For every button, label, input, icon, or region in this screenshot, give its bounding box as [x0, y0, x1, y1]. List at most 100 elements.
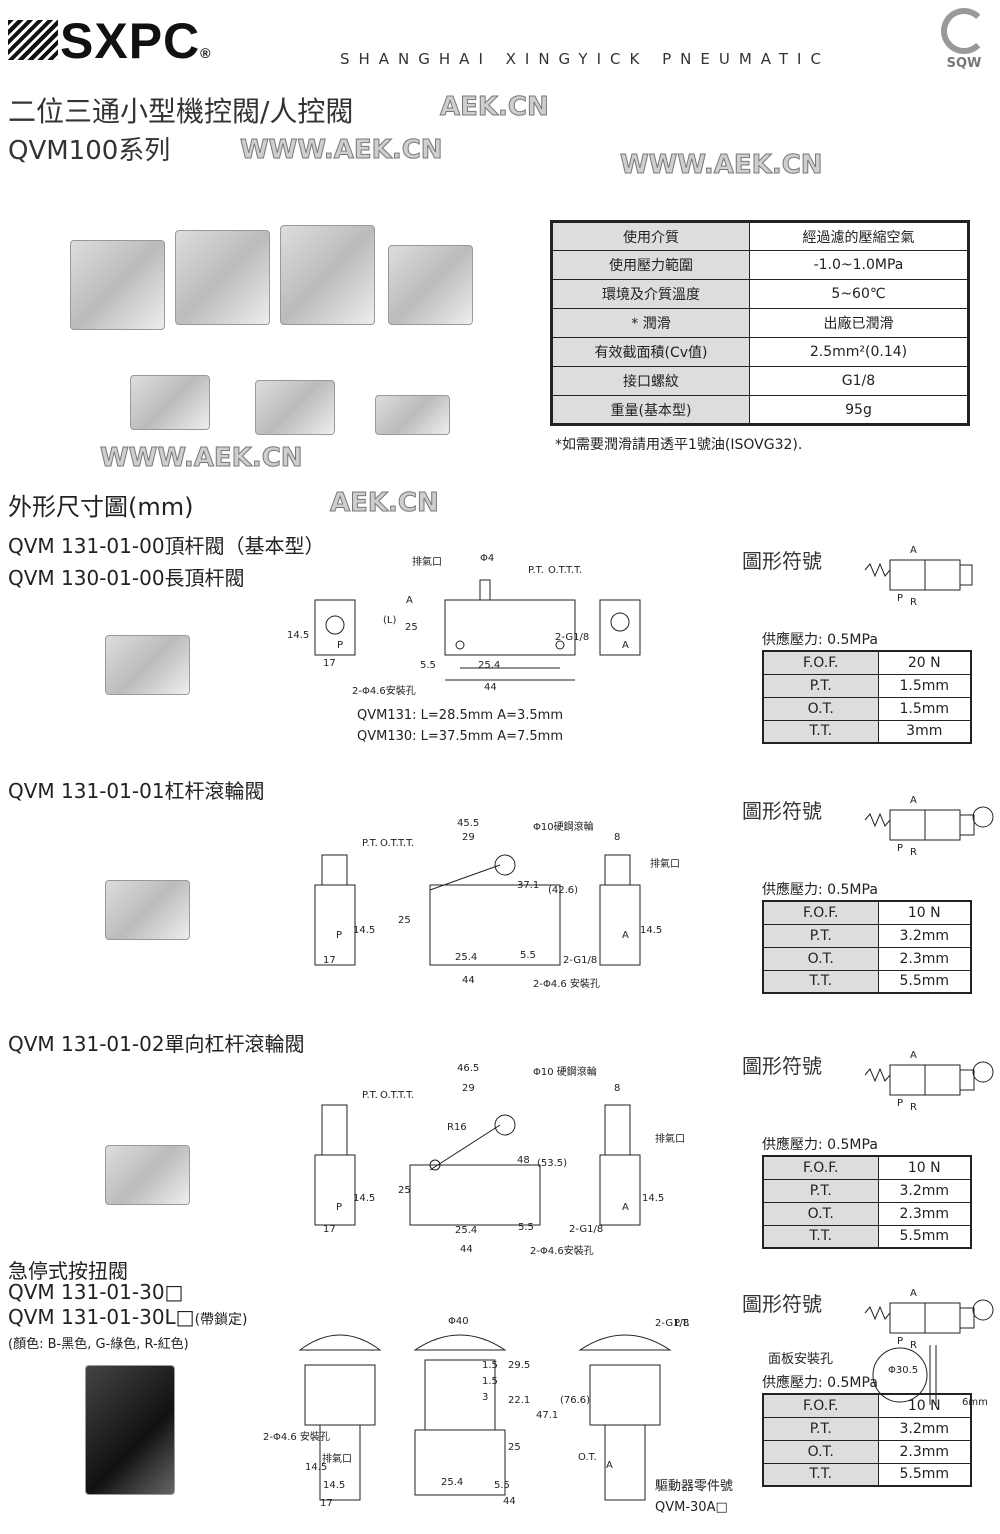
dim-label: 17 [323, 658, 336, 669]
section-title: QVM 131-01-01杠杆滾輪閥 [8, 779, 265, 803]
section-title: QVM 131-01-02單向杠杆滾輪閥 [8, 1032, 305, 1056]
dim-label: 排氣口 [650, 859, 680, 870]
spec-row: 重量(基本型)95g [551, 395, 969, 425]
param-value: 5.5mm [877, 1224, 972, 1249]
port-label: R [910, 1340, 917, 1351]
performance-row: T.T.3mm [762, 719, 972, 744]
dim-label: 14.5 [353, 1193, 376, 1204]
dim-label: Φ10 硬鋼滾輪 [533, 1067, 597, 1078]
dimension-drawing [314, 579, 641, 681]
dim-label: Φ4 [480, 553, 495, 564]
spec-row: * 潤滑出廠已潤滑 [551, 308, 969, 338]
port-label: P [897, 1336, 904, 1347]
dim-label: 47.1 [536, 1410, 559, 1421]
dim-label: 44 [462, 975, 475, 986]
watermark: AEK.CN [330, 488, 440, 519]
port-label: P [897, 843, 904, 854]
valve-symbol-icon [864, 559, 973, 591]
param-value: 20 N [877, 650, 972, 675]
dim-label: T.T. [566, 565, 583, 576]
dim-label: A [622, 640, 629, 651]
sqw-mark-icon [941, 8, 987, 54]
port-label: A [910, 795, 917, 806]
dim-label: P.T. [528, 565, 544, 576]
valve-symbol-icon [864, 1061, 994, 1096]
supply-pressure: 供應壓力: 0.5MPa [762, 1375, 878, 1391]
dim-label: 2-Φ4.6 安裝孔 [533, 979, 600, 990]
port-label: R [910, 597, 917, 608]
dimension-drawing [314, 1104, 641, 1226]
dim-label: (L) [383, 615, 397, 626]
product-photo [85, 1365, 175, 1495]
spec-value: 95g [749, 395, 969, 425]
symbol-title: 圖形符號 [742, 1054, 822, 1078]
product-photo [105, 635, 190, 695]
param-value: 2.3mm [877, 1201, 972, 1226]
dim-label: 37.1 [517, 880, 540, 891]
spec-label: 有效截面積(Cv值) [551, 337, 750, 367]
spec-value: -1.0~1.0MPa [749, 250, 969, 280]
param-value: 10 N [877, 1155, 972, 1180]
dim-label: (42.6) [548, 885, 579, 896]
performance-row: P.T.1.5mm [762, 673, 972, 698]
dim-label: 45.5 [457, 818, 480, 829]
performance-row: P.T.3.2mm [762, 1416, 972, 1441]
dim-label: P [336, 1202, 343, 1213]
performance-row: O.T.2.3mm [762, 1439, 972, 1464]
param-value: 1.5mm [877, 673, 972, 698]
dim-label: 1.5 [482, 1360, 498, 1371]
performance-row: F.O.F.10 N [762, 1393, 972, 1418]
dim-label: 14.5 [287, 630, 310, 641]
color-options: (顏色: B-黑色, G-綠色, R-紅色) [8, 1337, 189, 1352]
dim-label: A [406, 595, 413, 606]
dim-label: Φ10硬鋼滾輪 [533, 822, 594, 833]
dim-label: 14.5 [323, 1480, 346, 1491]
watermark: AEK.CN [440, 92, 550, 123]
driver-label: 驅動器零件號 [655, 1479, 734, 1494]
dimensions-heading: 外形尺寸圖(mm) [8, 493, 194, 521]
dim-label: 44 [503, 1496, 516, 1507]
dim-label: 44 [484, 682, 497, 693]
param-value: 10 N [877, 900, 972, 925]
section-title: QVM 131-01-30L□(帶鎖定) [8, 1305, 248, 1329]
dim-label: A [622, 930, 629, 941]
watermark: WWW.AEK.CN [240, 135, 444, 166]
dim-label: A [622, 1202, 629, 1213]
dim-label: 14.5 [640, 925, 663, 936]
dim-label: O.T. [380, 838, 399, 849]
dim-label: 2-G1/8 [655, 1318, 690, 1329]
dim-label: 5.5 [494, 1480, 510, 1491]
product-photo [255, 380, 335, 435]
spec-row: 使用壓力範圍-1.0~1.0MPa [551, 250, 969, 280]
spec-label: 使用壓力範圍 [551, 250, 750, 280]
dim-label: P.T. [674, 1318, 690, 1329]
page-title: 二位三通小型機控閥/人控閥 [8, 95, 354, 128]
param-label: O.T. [762, 1201, 879, 1226]
dim-label: 25.4 [455, 952, 478, 963]
dim-label: P [337, 640, 344, 651]
company-name: SHANGHAI XINGYICK PNEUMATIC [340, 50, 830, 68]
performance-row: P.T.3.2mm [762, 923, 972, 948]
lock-note: (帶鎖定) [194, 1312, 248, 1328]
param-label: P.T. [762, 1416, 879, 1441]
dim-label: A [606, 1460, 613, 1471]
watermark: WWW.AEK.CN [100, 443, 304, 474]
param-value: 5.5mm [877, 1462, 972, 1487]
param-value: 3mm [877, 719, 972, 744]
driver-part-number: QVM-30A□ [655, 1500, 728, 1515]
sqw-logo: SQW [934, 8, 994, 78]
watermark: WWW.AEK.CN [620, 150, 824, 181]
product-photo [105, 880, 190, 940]
dim-label: 3 [482, 1392, 489, 1403]
dimension-drawing [314, 854, 641, 966]
dim-label: 6mm [962, 1397, 988, 1408]
dim-label: Φ40 [448, 1316, 469, 1327]
dim-label: 29.5 [508, 1360, 531, 1371]
panel-hole-label: 面板安裝孔 [768, 1352, 834, 1367]
dim-label: 22.1 [508, 1395, 531, 1406]
dim-label: T.T. [398, 838, 415, 849]
param-value: 1.5mm [877, 696, 972, 721]
model-note: QVM130: L=37.5mm A=7.5mm [357, 729, 563, 744]
